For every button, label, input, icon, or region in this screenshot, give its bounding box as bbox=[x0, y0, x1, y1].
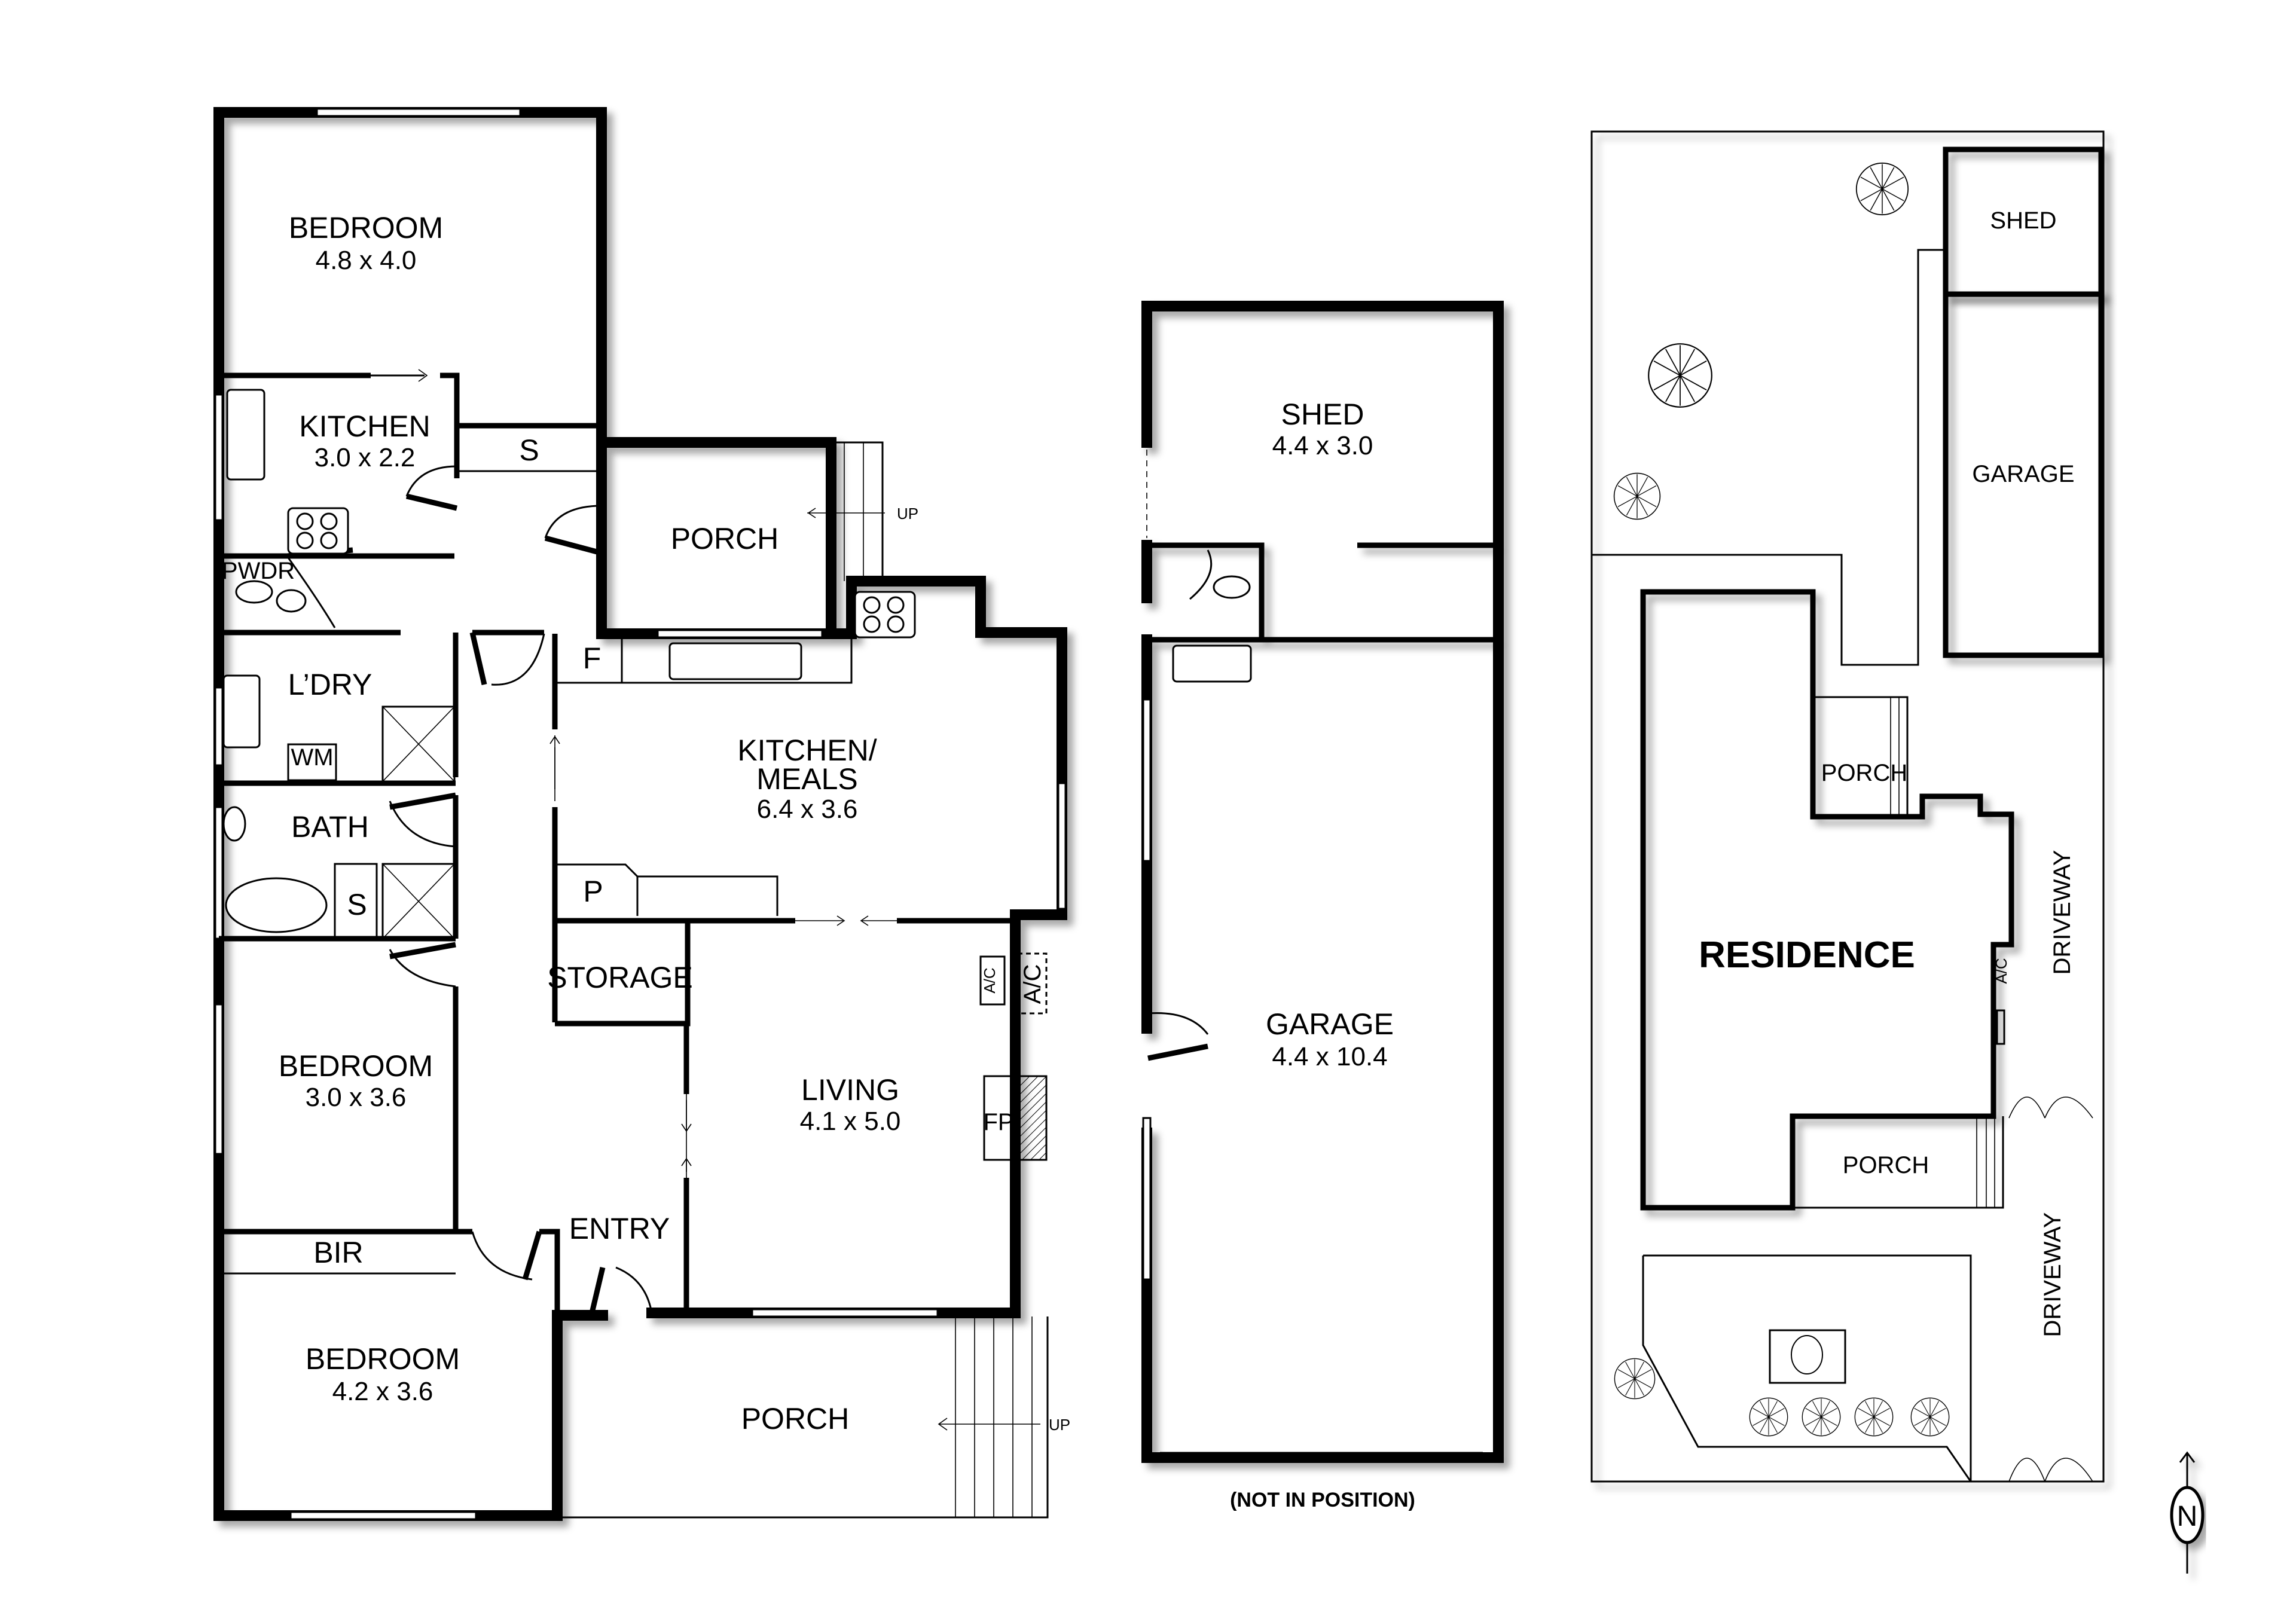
sink-icon bbox=[1172, 644, 1252, 683]
window bbox=[1142, 698, 1152, 862]
room-label-porch-rear: PORCH bbox=[671, 522, 779, 555]
window bbox=[214, 686, 224, 766]
room-dims-kitchen-meals: 6.4 x 3.6 bbox=[757, 795, 858, 824]
north-arrow-icon: N bbox=[2170, 1451, 2205, 1574]
fireplace-label: FP bbox=[983, 1109, 1013, 1135]
window bbox=[1142, 1117, 1152, 1281]
room-label-shed: SHED bbox=[1281, 398, 1364, 431]
room-label-garage: GARAGE bbox=[1266, 1007, 1394, 1041]
room-label-powder: PWDR bbox=[222, 558, 295, 584]
kitchen-sink bbox=[226, 389, 265, 481]
room-label-bedroom-1: BEDROOM bbox=[289, 211, 443, 245]
room-label-living: LIVING bbox=[801, 1073, 899, 1107]
tree-icon bbox=[1854, 1397, 1894, 1437]
room-label-kitchen: KITCHEN bbox=[299, 410, 430, 443]
room-label-porch-front: PORCH bbox=[741, 1402, 850, 1435]
window bbox=[751, 1308, 939, 1318]
toilet-icon bbox=[235, 580, 273, 604]
basin-icon bbox=[276, 589, 307, 613]
room-dims-shed: 4.4 x 3.0 bbox=[1272, 431, 1373, 460]
tree-icon bbox=[1614, 1358, 1656, 1400]
bathtub-icon bbox=[225, 877, 328, 933]
room-dims-bedroom-3: 4.2 x 3.6 bbox=[332, 1377, 433, 1406]
stairs-up-label-front: UP bbox=[1049, 1416, 1070, 1434]
room-label-kitchen-meals: KITCHEN/ bbox=[737, 734, 877, 767]
site-label-residence: RESIDENCE bbox=[1699, 934, 1915, 976]
room-label-kitchen-meals-2: MEALS bbox=[756, 762, 858, 796]
window bbox=[1057, 782, 1067, 910]
room-label-bedroom-2: BEDROOM bbox=[279, 1049, 433, 1083]
hearth-hatch bbox=[1016, 1075, 1048, 1161]
site-label-garage: GARAGE bbox=[1972, 461, 2074, 487]
tree-icon bbox=[1802, 1397, 1841, 1437]
room-label-laundry: L’DRY bbox=[288, 668, 373, 701]
room-dims-living: 4.1 x 5.0 bbox=[800, 1107, 901, 1136]
tree-icon bbox=[1613, 472, 1661, 520]
shrub-icon bbox=[1791, 1335, 1823, 1374]
window bbox=[289, 1511, 477, 1520]
shower-icon bbox=[381, 863, 456, 940]
window bbox=[214, 806, 224, 940]
room-label-bath-store: S bbox=[347, 888, 367, 921]
room-dims-bedroom-2: 3.0 x 3.6 bbox=[306, 1083, 407, 1112]
kitchen-sink bbox=[668, 642, 802, 680]
not-in-position-note: (NOT IN POSITION) bbox=[1230, 1489, 1415, 1511]
site-label-driveway-upper: DRIVEWAY bbox=[2049, 850, 2075, 975]
room-label-store: S bbox=[519, 433, 539, 467]
laundry-tub bbox=[222, 674, 261, 749]
main-house-labels: BEDROOM 4.8 x 4.0 KITCHEN 3.0 x 2.2 S PO… bbox=[222, 211, 1070, 1435]
window bbox=[657, 629, 823, 639]
site-label-ac: A/C bbox=[1992, 958, 2010, 983]
toilet-icon bbox=[1213, 575, 1251, 599]
site-label-porch-south: PORCH bbox=[1843, 1152, 1929, 1178]
cooktop-icon bbox=[287, 507, 349, 555]
room-label-bir: BIR bbox=[313, 1236, 363, 1269]
tree-icon bbox=[1648, 343, 1712, 408]
window bbox=[214, 393, 224, 521]
washing-machine-label: WM bbox=[291, 744, 333, 771]
room-label-bath: BATH bbox=[291, 810, 369, 844]
room-dims-kitchen: 3.0 x 2.2 bbox=[315, 443, 416, 472]
basin-icon bbox=[222, 806, 246, 842]
room-dims-bedroom-1: 4.8 x 4.0 bbox=[316, 246, 417, 275]
window bbox=[316, 108, 521, 117]
ac-outdoor-unit bbox=[1016, 952, 1048, 1015]
fireplace-site bbox=[1996, 1009, 2005, 1045]
ac-outdoor-label: A/C bbox=[1019, 964, 1046, 1004]
site-label-driveway-lower: DRIVEWAY bbox=[2039, 1212, 2066, 1337]
tree-icon bbox=[1855, 162, 1909, 216]
outbuilding-plan: SHED 4.4 x 3.0 GARAGE 4.4 x 10.4 (NOT IN… bbox=[1141, 301, 1504, 1511]
compass-label: N bbox=[2177, 1501, 2198, 1532]
tree-icon bbox=[1749, 1397, 1788, 1437]
site-plan: SHED GARAGE RESIDENCE PORCH PORCH A/C DR… bbox=[1590, 130, 2105, 1483]
site-label-shed: SHED bbox=[1990, 207, 2056, 234]
shower-icon bbox=[381, 705, 456, 783]
room-label-bedroom-3: BEDROOM bbox=[306, 1342, 460, 1376]
room-label-fridge: F bbox=[583, 642, 602, 675]
window bbox=[214, 1003, 224, 1155]
ac-indoor-label: A/C bbox=[981, 967, 999, 993]
site-label-porch-north: PORCH bbox=[1821, 760, 1907, 786]
cooktop-icon bbox=[854, 591, 916, 639]
fireplace bbox=[983, 1075, 1016, 1161]
main-house-plan bbox=[213, 107, 1067, 1521]
room-label-storage: STORAGE bbox=[547, 961, 693, 994]
room-label-entry: ENTRY bbox=[569, 1212, 670, 1245]
tree-icon bbox=[1910, 1397, 1950, 1437]
stairs-up-label: UP bbox=[897, 505, 918, 523]
room-dims-garage: 4.4 x 10.4 bbox=[1272, 1042, 1387, 1071]
room-label-pantry: P bbox=[583, 875, 603, 908]
